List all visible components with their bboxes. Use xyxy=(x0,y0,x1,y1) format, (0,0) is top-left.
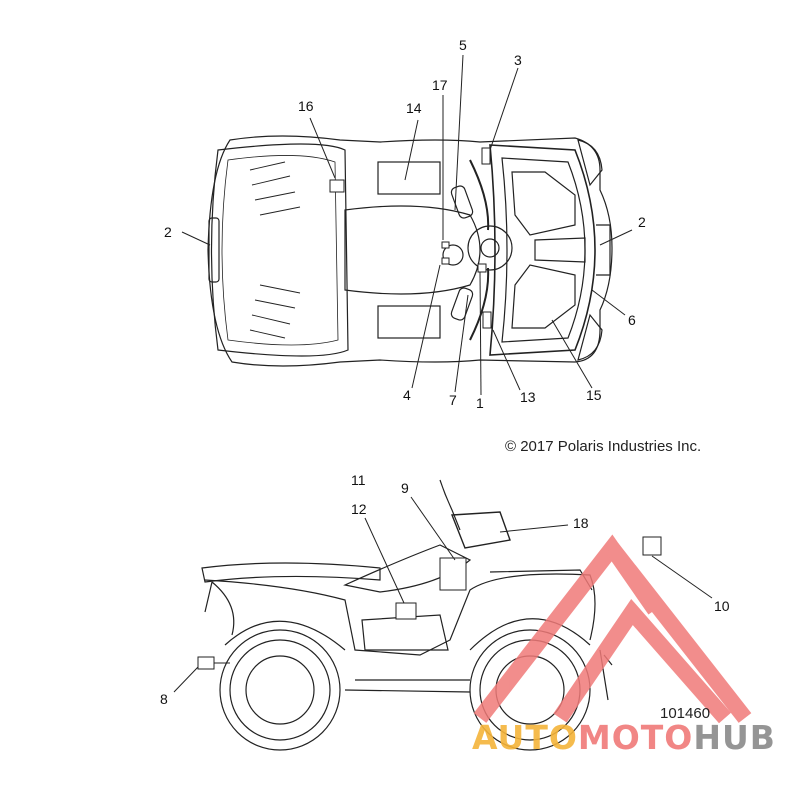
callout-2-rear: 2 xyxy=(164,224,172,240)
callout-15: 15 xyxy=(586,387,602,403)
callout-3: 3 xyxy=(514,52,522,68)
callout-12: 12 xyxy=(351,501,367,517)
watermark-moto: MOTO xyxy=(577,718,694,757)
callout-18: 18 xyxy=(573,515,589,531)
part-number: 101460 xyxy=(660,705,711,722)
watermark-auto: AUTO xyxy=(472,718,578,757)
callout-11: 11 xyxy=(351,472,366,488)
callout-1: 1 xyxy=(476,395,484,411)
top-view-decals xyxy=(329,147,492,329)
callout-4: 4 xyxy=(403,387,411,403)
callout-7: 7 xyxy=(449,392,457,408)
watermark-logo xyxy=(473,534,752,724)
watermark-hub: HUB xyxy=(693,718,776,757)
atv-top-view xyxy=(207,135,613,367)
callout-10: 10 xyxy=(714,598,730,614)
callout-14: 14 xyxy=(406,100,422,116)
callout-13: 13 xyxy=(520,389,536,405)
side-view-leaders xyxy=(173,496,713,693)
callout-6: 6 xyxy=(628,312,636,328)
callout-8: 8 xyxy=(160,691,168,707)
top-view-leaders xyxy=(181,54,633,396)
callout-9: 9 xyxy=(401,480,409,496)
watermark-text: AUTOMOTOHUB xyxy=(472,718,776,757)
callout-17: 17 xyxy=(432,77,448,93)
callout-5: 5 xyxy=(459,37,467,53)
callout-2-front: 2 xyxy=(638,214,646,230)
callout-16: 16 xyxy=(298,98,314,114)
side-view-decals xyxy=(197,536,662,670)
copyright-notice: © 2017 Polaris Industries Inc. xyxy=(505,438,702,455)
